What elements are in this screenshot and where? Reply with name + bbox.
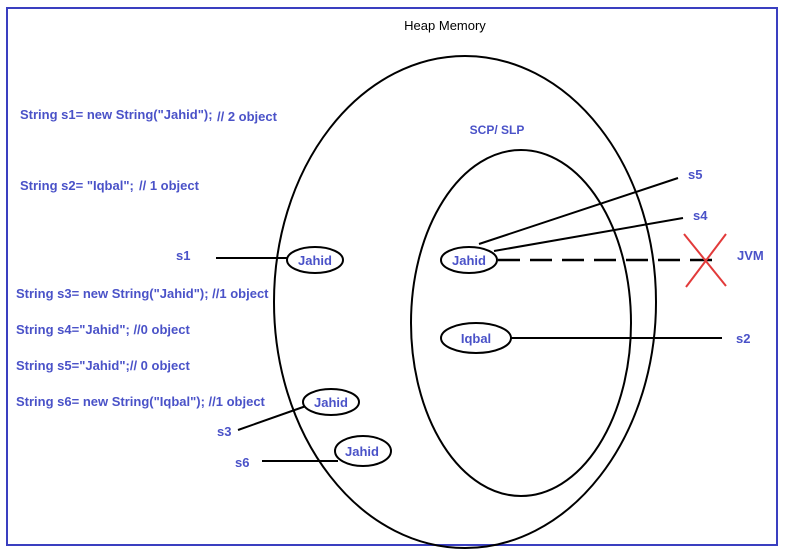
object-scp-jahid xyxy=(440,246,498,274)
object-label-scp-iqbal: Iqbal xyxy=(461,331,491,346)
object-scp-iqbal xyxy=(440,322,512,354)
object-label-scp-jahid: Jahid xyxy=(452,253,486,268)
object-label-heap-s3: Jahid xyxy=(314,395,348,410)
code-line-s6: String s6= new String("Iqbal"); //1 obje… xyxy=(16,394,266,409)
code-comment-s1: // 2 object xyxy=(217,109,278,124)
ref-label-s6: s6 xyxy=(235,455,249,470)
object-heap-s1 xyxy=(286,246,344,274)
jvm-cross-mark xyxy=(683,233,727,288)
ref-label-jvm: JVM xyxy=(737,248,764,263)
object-heap-s6 xyxy=(334,435,392,467)
code-line-s5: String s5="Jahid";// 0 object xyxy=(16,358,190,373)
ref-line-s3 xyxy=(237,405,307,431)
object-heap-s3 xyxy=(302,388,360,416)
ref-line-s4 xyxy=(493,217,684,252)
ref-label-s3: s3 xyxy=(217,424,231,439)
code-line-s1: String s1= new String("Jahid"); xyxy=(20,107,213,122)
code-line-s3: String s3= new String("Jahid"); //1 obje… xyxy=(16,286,269,301)
scp-ellipse xyxy=(410,149,632,497)
ref-label-s5: s5 xyxy=(688,167,702,182)
ref-label-s1: s1 xyxy=(176,248,190,263)
ref-label-s2: s2 xyxy=(736,331,750,346)
scp-label: SCP/ SLP xyxy=(470,123,525,137)
ref-label-s4: s4 xyxy=(693,208,708,223)
diagram-title: Heap Memory xyxy=(404,18,486,33)
heap-ellipse xyxy=(273,55,657,549)
ref-line-s5 xyxy=(478,177,679,245)
object-label-heap-s1: Jahid xyxy=(298,253,332,268)
code-comment-s2: // 1 object xyxy=(139,178,200,193)
object-label-heap-s6: Jahid xyxy=(345,444,379,459)
frame-border xyxy=(6,7,778,546)
code-line-s2: String s2= "Iqbal"; xyxy=(20,178,134,193)
code-line-s4: String s4="Jahid"; //0 object xyxy=(16,322,190,337)
